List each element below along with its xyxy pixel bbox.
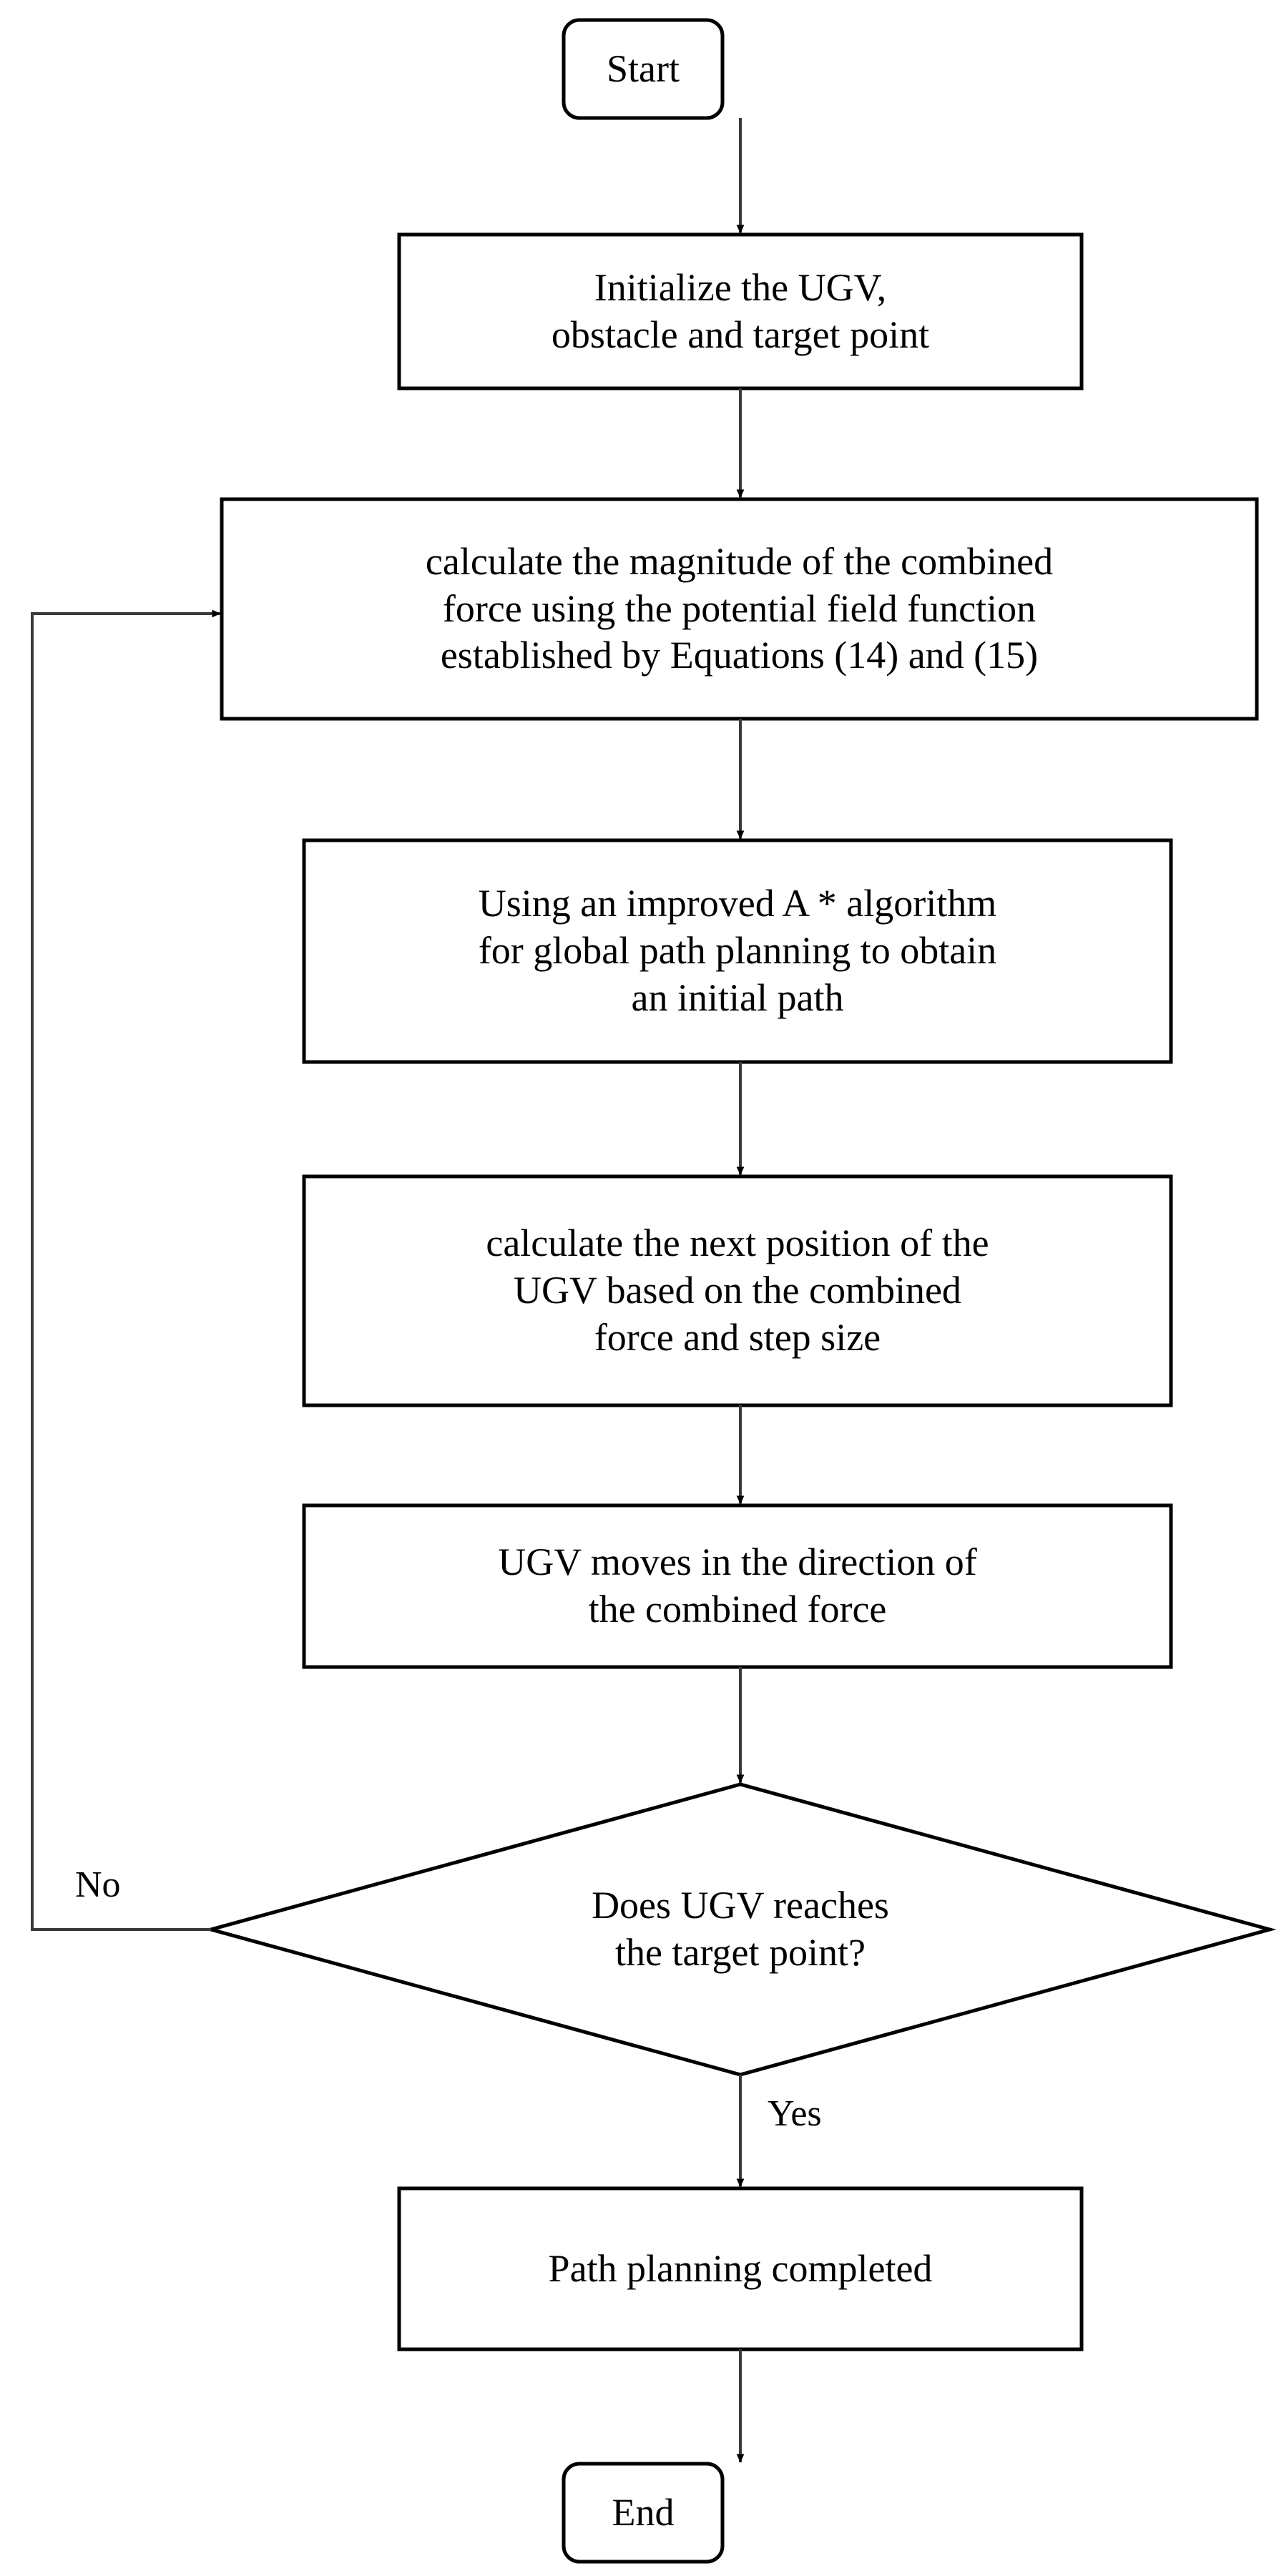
node-move-shape[interactable] bbox=[302, 1503, 1173, 1669]
node-start-shape[interactable] bbox=[562, 18, 725, 120]
node-decision-shape[interactable] bbox=[204, 1782, 1277, 2077]
edge-label-yes: Yes bbox=[768, 2093, 822, 2134]
node-calc-force-shape[interactable] bbox=[220, 497, 1259, 721]
node-completed-shape[interactable] bbox=[397, 2186, 1084, 2351]
node-initialize-shape[interactable] bbox=[397, 232, 1084, 390]
edge-label-no: No bbox=[75, 1864, 121, 1905]
node-next-position-shape[interactable] bbox=[302, 1174, 1173, 1407]
edge-decision-no-to-calc-force bbox=[31, 609, 221, 1931]
node-astar-shape[interactable] bbox=[302, 838, 1173, 1064]
node-end-shape[interactable] bbox=[562, 2462, 725, 2564]
